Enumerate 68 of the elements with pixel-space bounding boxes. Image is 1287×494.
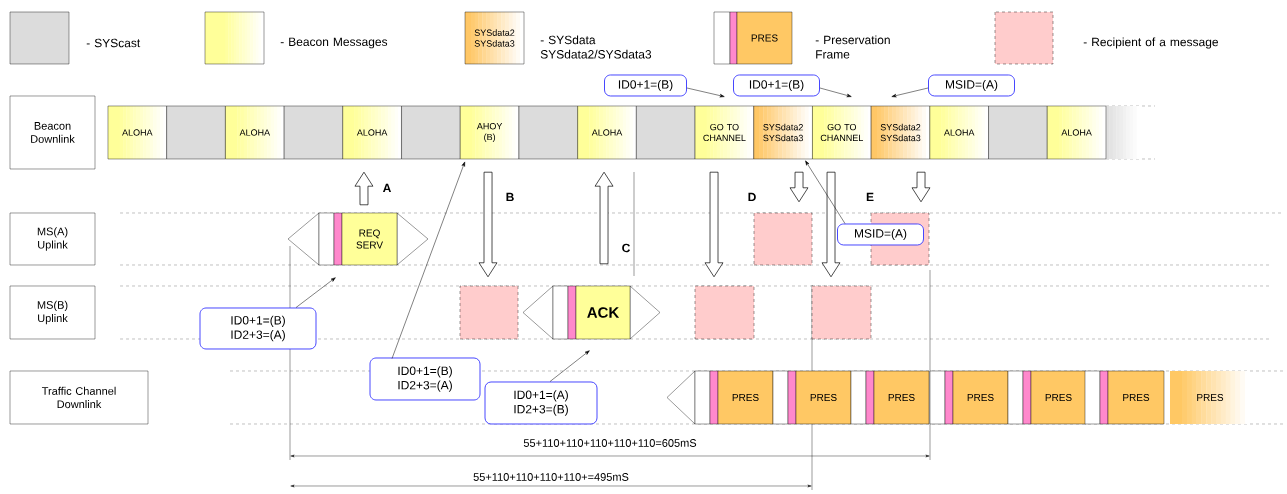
time-slot	[401, 105, 461, 160]
time-slot: ALOHA	[1047, 105, 1107, 160]
node-label: PRES	[1197, 393, 1224, 402]
dimension-text: 55+110+110+110+110+110=605mS	[523, 439, 697, 447]
preservation-frame: PRES	[850, 370, 930, 425]
leader-line	[549, 350, 590, 382]
time-slot	[636, 105, 696, 160]
time-slot: SYSdata2 SYSdata3	[870, 105, 931, 160]
dimension-text: 55+110+110+110+110+=495mS	[473, 473, 629, 481]
edge-label: E	[866, 192, 874, 202]
block-arrow	[478, 171, 498, 278]
row-label-box: MS(A) Uplink	[9, 212, 96, 266]
legend-text: - Preservation Frame	[815, 35, 890, 59]
recipient-slot	[811, 285, 872, 340]
time-slot: ALOHA	[225, 105, 285, 160]
time-slot: GO TO CHANNEL	[812, 105, 872, 160]
leader-line	[686, 87, 725, 98]
row-label-box: MS(B) Uplink	[9, 285, 96, 340]
time-slot: ALOHA	[342, 105, 402, 160]
edge-label: D	[748, 192, 756, 202]
recipient-slot	[753, 212, 813, 266]
edge-label: B	[506, 192, 514, 202]
time-slot	[283, 105, 344, 160]
edge-label: A	[383, 183, 391, 193]
preservation-frame: PRES	[1170, 371, 1250, 424]
time-slot: SYSdata2 SYSdata3	[753, 105, 813, 160]
legend-text: - Beacon Messages	[280, 37, 388, 49]
legend-text: - SYScast	[86, 38, 141, 48]
edge-label: C	[622, 243, 630, 253]
preservation-frame: PRES	[1007, 370, 1087, 425]
legend-text: - Recipient of a message	[1083, 37, 1219, 49]
callout-box: MSID=(A)	[928, 74, 1015, 97]
time-slot: ALOHA	[929, 105, 989, 160]
time-slot: GO TO CHANNEL	[694, 105, 754, 160]
block-arrow	[354, 171, 374, 206]
preservation-frame: PRES	[929, 370, 1009, 425]
preservation-frame: PRES	[772, 370, 852, 425]
preservation-frame: PRES	[666, 370, 774, 425]
leader-line	[819, 87, 852, 98]
callout-box: ID0+1=(B)	[604, 74, 687, 97]
time-slot: ALOHA	[577, 105, 637, 160]
legend-text: - SYSdata SYSdata2/SYSdata3	[540, 35, 652, 59]
time-slot	[166, 105, 226, 160]
row-label-box: Beacon Downlink	[9, 95, 96, 170]
leader-line	[805, 160, 846, 224]
time-slot: AHOY (B)	[460, 105, 520, 160]
callout-box: ID0+1=(B)	[733, 74, 820, 97]
time-slot: ALOHA	[107, 105, 167, 160]
block-arrow	[789, 171, 809, 203]
uplink-frame: ACK	[522, 285, 661, 340]
callout-box: ID0+1=(B) ID2+3=(A)	[369, 357, 481, 401]
preservation-frame: PRES	[1084, 370, 1165, 425]
callout-box: ID0+1=(B) ID2+3=(A)	[199, 307, 317, 350]
uplink-frame: REQ SERV	[287, 212, 429, 266]
leader-line	[891, 87, 929, 98]
leader-line	[295, 277, 336, 308]
recipient-slot	[459, 285, 519, 340]
time-slot	[518, 105, 578, 160]
time-slot	[988, 105, 1048, 160]
block-arrow	[704, 171, 724, 278]
recipient-slot	[694, 285, 755, 340]
block-arrow	[594, 171, 614, 265]
leader-line	[391, 161, 466, 359]
row-label-box: Traffic Channel Downlink	[9, 370, 149, 425]
callout-box: ID0+1=(A) ID2+3=(B)	[484, 381, 598, 425]
callout-box: MSID=(A)	[837, 223, 924, 246]
block-arrow	[821, 171, 841, 278]
block-arrow	[911, 171, 931, 203]
